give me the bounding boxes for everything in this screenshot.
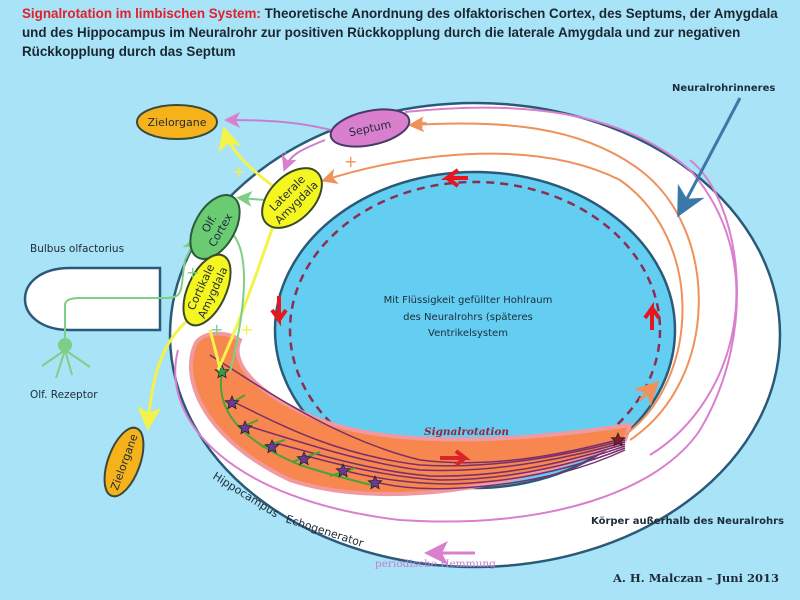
neuron-star-icon xyxy=(296,450,312,466)
node-zielorgane-top[interactable]: Zielorgane xyxy=(136,104,218,140)
label-olf-rezeptor: Olf. Rezeptor xyxy=(30,389,98,401)
septum-to-amygdala-line xyxy=(281,139,326,172)
minus-sign: - xyxy=(282,145,287,161)
title-highlight: Signalrotation im limbischen System: xyxy=(22,6,261,21)
amygdala-to-cortex-line xyxy=(236,190,266,207)
rotation-arrow-left xyxy=(270,296,288,327)
node-septum[interactable]: Septum xyxy=(327,103,412,153)
orange-line-2 xyxy=(321,152,684,436)
neuron-star-icon xyxy=(335,462,351,478)
label-periodische-hemmung: periodische Hemmung xyxy=(375,558,496,570)
label-signalrotation: Signalrotation xyxy=(424,426,509,438)
node-cortikale-amygdala[interactable]: Cortikale Amygdala xyxy=(174,248,241,333)
neuron-star-icon xyxy=(224,394,240,410)
pyramidal-fibers xyxy=(209,354,626,490)
yellow-line-to-zielorgane-bottom xyxy=(137,318,189,431)
label-hohlraum-3: Ventrikelsystem xyxy=(428,328,508,339)
plus-sign: + xyxy=(344,152,357,171)
neuron-stars xyxy=(214,363,626,490)
yellow-line-cortical xyxy=(208,329,222,369)
label-koerper: Körper außerhalb des Neuralrohrs xyxy=(591,516,784,527)
label-author: A. H. Malczan – Juni 2013 xyxy=(612,571,779,585)
olfactory-receptor xyxy=(41,338,91,379)
neuron-star-icon xyxy=(367,474,383,490)
plus-sign: + xyxy=(232,162,245,181)
title-text: Theoretische Anordnung des olfaktorische… xyxy=(22,6,778,59)
plus-sign: + xyxy=(415,113,428,132)
septum-to-zielorgane-line xyxy=(224,112,336,132)
cortex-to-hippocampus-line xyxy=(227,229,245,373)
hemmung-line xyxy=(174,159,738,523)
plus-sign: + xyxy=(210,320,223,339)
plus-sign: + xyxy=(240,320,253,339)
signal-rotation-loop xyxy=(288,180,662,480)
neuron-star-icon xyxy=(237,419,253,435)
node-laterale-amygdala[interactable]: Laterale Amygdala xyxy=(251,157,333,239)
rotation-arrow-right xyxy=(643,301,661,330)
rotation-arrow-bottom xyxy=(440,449,471,467)
label-neuralrohrinneres: Neuralrohrinneres xyxy=(672,83,775,94)
neuron-star-icon xyxy=(610,431,626,447)
label-hohlraum-1: Mit Flüssigkeit gefüllter Hohlraum xyxy=(384,295,553,306)
plus-sign: + xyxy=(186,263,199,282)
neuron-star-icon xyxy=(214,363,230,379)
neuron-star-icon xyxy=(264,438,280,454)
hippocampus-region xyxy=(188,331,633,497)
orange-arrow xyxy=(633,380,660,407)
olfactory-tract-line xyxy=(64,236,197,350)
septum-feedback-line xyxy=(404,106,738,456)
node-zielorgane-bottom[interactable]: Zielorgane xyxy=(97,423,152,502)
label-hohlraum-2: des Neuralrohrs (späteres xyxy=(403,312,533,323)
label-bulbus-olfactorius: Bulbus olfactorius xyxy=(30,243,124,255)
rotation-arrow-top xyxy=(440,168,468,188)
neuralrohrinneres-pointer xyxy=(677,97,742,218)
diagram-title: Signalrotation im limbischen System: The… xyxy=(22,4,782,61)
orange-line-1 xyxy=(408,116,700,441)
svg-text:Zielorgane: Zielorgane xyxy=(148,116,207,129)
